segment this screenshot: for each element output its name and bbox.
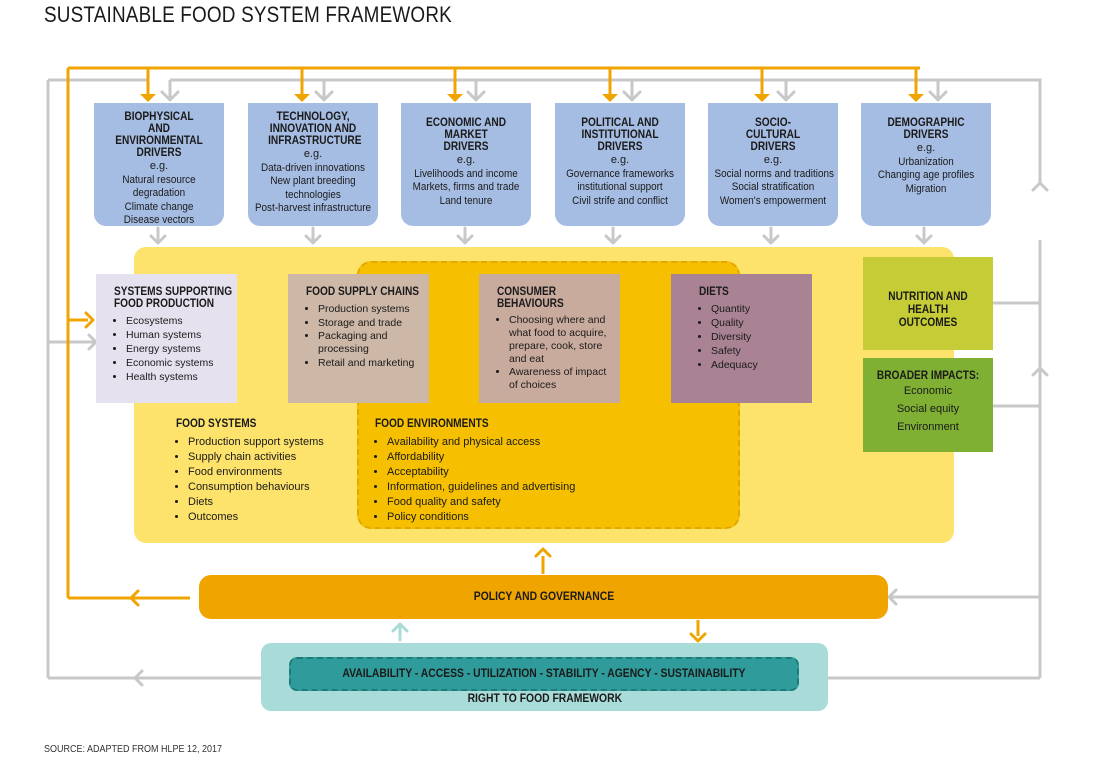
- driver-economic: ECONOMIC AND MARKET DRIVERS e.g. Livelih…: [401, 103, 531, 226]
- list-item: Energy systems: [126, 342, 237, 356]
- driver-item: Livelihoods and income: [414, 167, 518, 180]
- driver-technology: TECHNOLOGY, INNOVATION AND INFRASTRUCTUR…: [248, 103, 378, 226]
- right-to-food-title: RIGHT TO FOOD FRAMEWORK: [261, 693, 828, 705]
- driver-title: POLITICAL AND INSTITUTIONAL DRIVERS: [581, 117, 659, 153]
- diets-box: DIETS Quantity Quality Diversity Safety …: [671, 274, 812, 403]
- list-item: Storage and trade: [318, 316, 429, 330]
- box-title: NUTRITION AND HEALTH OUTCOMES: [888, 291, 968, 329]
- driver-title: SOCIO-CULTURAL DRIVERS: [745, 117, 801, 153]
- food-environments-list: FOOD ENVIRONMENTS Availability and physi…: [375, 417, 575, 525]
- list-item: Policy conditions: [387, 510, 575, 525]
- driver-title: TECHNOLOGY, INNOVATION AND INFRASTRUCTUR…: [268, 111, 362, 147]
- driver-item: Civil strife and conflict: [572, 194, 668, 207]
- list-item: Safety: [711, 344, 812, 358]
- box-title: CONSUMER BEHAVIOURS: [497, 286, 564, 310]
- driver-eg: e.g.: [456, 154, 476, 166]
- driver-title: DEMOGRAPHIC DRIVERS: [887, 117, 965, 141]
- driver-title: BIOPHYSICAL AND ENVIRONMENTAL DRIVERS: [115, 111, 203, 159]
- driver-biophysical: BIOPHYSICAL AND ENVIRONMENTAL DRIVERS e.…: [94, 103, 224, 226]
- policy-governance-bar: POLICY AND GOVERNANCE: [199, 575, 888, 619]
- driver-eg: e.g.: [916, 142, 936, 154]
- list-item: Ecosystems: [126, 314, 237, 328]
- broader-impacts-box: BROADER IMPACTS: Economic Social equity …: [863, 358, 993, 452]
- list-item: Acceptability: [387, 465, 575, 480]
- list-item: Human systems: [126, 328, 237, 342]
- list-item: Consumption behaviours: [188, 480, 324, 495]
- list-item: Production systems: [318, 302, 429, 316]
- driver-political: POLITICAL AND INSTITUTIONAL DRIVERS e.g.…: [555, 103, 685, 226]
- driver-item: Land tenure: [439, 194, 493, 207]
- policy-label: POLICY AND GOVERNANCE: [473, 591, 614, 603]
- list-item: Diversity: [711, 330, 812, 344]
- list-item: Adequacy: [711, 358, 812, 372]
- driver-item: Climate change: [124, 200, 194, 213]
- driver-item: Social norms and traditions: [714, 167, 834, 180]
- rights-pillars-bar: AVAILABILITY - ACCESS - UTILIZATION - ST…: [289, 657, 799, 691]
- food-supply-chains-box: FOOD SUPPLY CHAINS Production systems St…: [288, 274, 429, 403]
- driver-item: New plant breeding: [270, 175, 356, 187]
- driver-item: Disease vectors: [123, 214, 195, 226]
- systems-supporting-box: SYSTEMS SUPPORTING FOOD PRODUCTION Ecosy…: [96, 274, 237, 403]
- grey-top-line: [170, 78, 1042, 185]
- list-item: Affordability: [387, 450, 575, 465]
- list-item: Awareness of impact of choices: [509, 366, 617, 392]
- box-title: BROADER IMPACTS:: [876, 370, 980, 382]
- box-title: SYSTEMS SUPPORTING FOOD PRODUCTION: [114, 286, 233, 310]
- list-item: Information, guidelines and advertising: [387, 480, 575, 495]
- list-item: Food environments: [188, 465, 324, 480]
- driver-socio-cultural: SOCIO-CULTURAL DRIVERS e.g. Social norms…: [708, 103, 838, 226]
- driver-eg: e.g.: [303, 148, 323, 160]
- driver-item: Changing age profiles: [877, 169, 975, 181]
- driver-item: Women's empowerment: [719, 194, 827, 207]
- nutrition-health-outcomes-box: NUTRITION AND HEALTH OUTCOMES: [863, 257, 993, 350]
- list-item: Quality: [711, 316, 812, 330]
- list-item: Economic: [903, 385, 953, 397]
- driver-eg: e.g.: [610, 154, 630, 166]
- list-item: Retail and marketing: [318, 356, 429, 370]
- box-title: FOOD SUPPLY CHAINS: [306, 286, 420, 298]
- driver-item: institutional support: [577, 181, 663, 193]
- driver-item: Data-driven innovations: [260, 161, 366, 174]
- driver-demographic: DEMOGRAPHIC DRIVERS e.g. Urbanization Ch…: [861, 103, 991, 226]
- driver-item: Urbanization: [898, 155, 954, 168]
- right-to-food-label: RIGHT TO FOOD FRAMEWORK: [467, 693, 622, 705]
- source-note: SOURCE: ADAPTED FROM HLPE 12, 2017: [44, 744, 223, 755]
- list-item: Quantity: [711, 302, 812, 316]
- driver-item: technologies: [285, 188, 341, 201]
- driver-item: degradation: [132, 187, 186, 199]
- driver-item: Social stratification: [731, 181, 815, 193]
- consumer-behaviours-box: CONSUMER BEHAVIOURS Choosing where and w…: [479, 274, 620, 403]
- list-item: Production support systems: [188, 435, 324, 450]
- list-item: Packaging and processing: [318, 330, 403, 356]
- driver-eg: e.g.: [763, 154, 783, 166]
- list-item: Environment: [897, 421, 959, 433]
- list-item: Health systems: [126, 370, 237, 384]
- list-item: Economic systems: [126, 356, 237, 370]
- box-title: DIETS: [699, 286, 729, 298]
- driver-title: ECONOMIC AND MARKET DRIVERS: [425, 117, 507, 153]
- food-systems-list: FOOD SYSTEMS Production support systems …: [176, 417, 324, 525]
- list-item: Food quality and safety: [387, 495, 575, 510]
- list-item: Supply chain activities: [188, 450, 324, 465]
- list-item: Diets: [188, 495, 324, 510]
- list-item: Social equity: [896, 403, 960, 415]
- page-title: SUSTAINABLE FOOD SYSTEM FRAMEWORK: [44, 2, 452, 27]
- list-title: FOOD ENVIRONMENTS: [375, 418, 489, 430]
- driver-item: Governance frameworks: [566, 167, 674, 180]
- driver-item: Natural resource: [122, 173, 196, 186]
- list-item: Outcomes: [188, 510, 324, 525]
- rights-pillars: AVAILABILITY - ACCESS - UTILIZATION - ST…: [342, 668, 746, 680]
- driver-item: Migration: [905, 182, 947, 195]
- list-item: Choosing where and what food to acquire,…: [509, 314, 617, 366]
- list-title: FOOD SYSTEMS: [176, 418, 257, 430]
- driver-item: Post-harvest infrastructure: [254, 202, 372, 214]
- driver-eg: e.g.: [149, 160, 169, 172]
- driver-item: Markets, firms and trade: [412, 181, 520, 193]
- list-item: Availability and physical access: [387, 435, 575, 450]
